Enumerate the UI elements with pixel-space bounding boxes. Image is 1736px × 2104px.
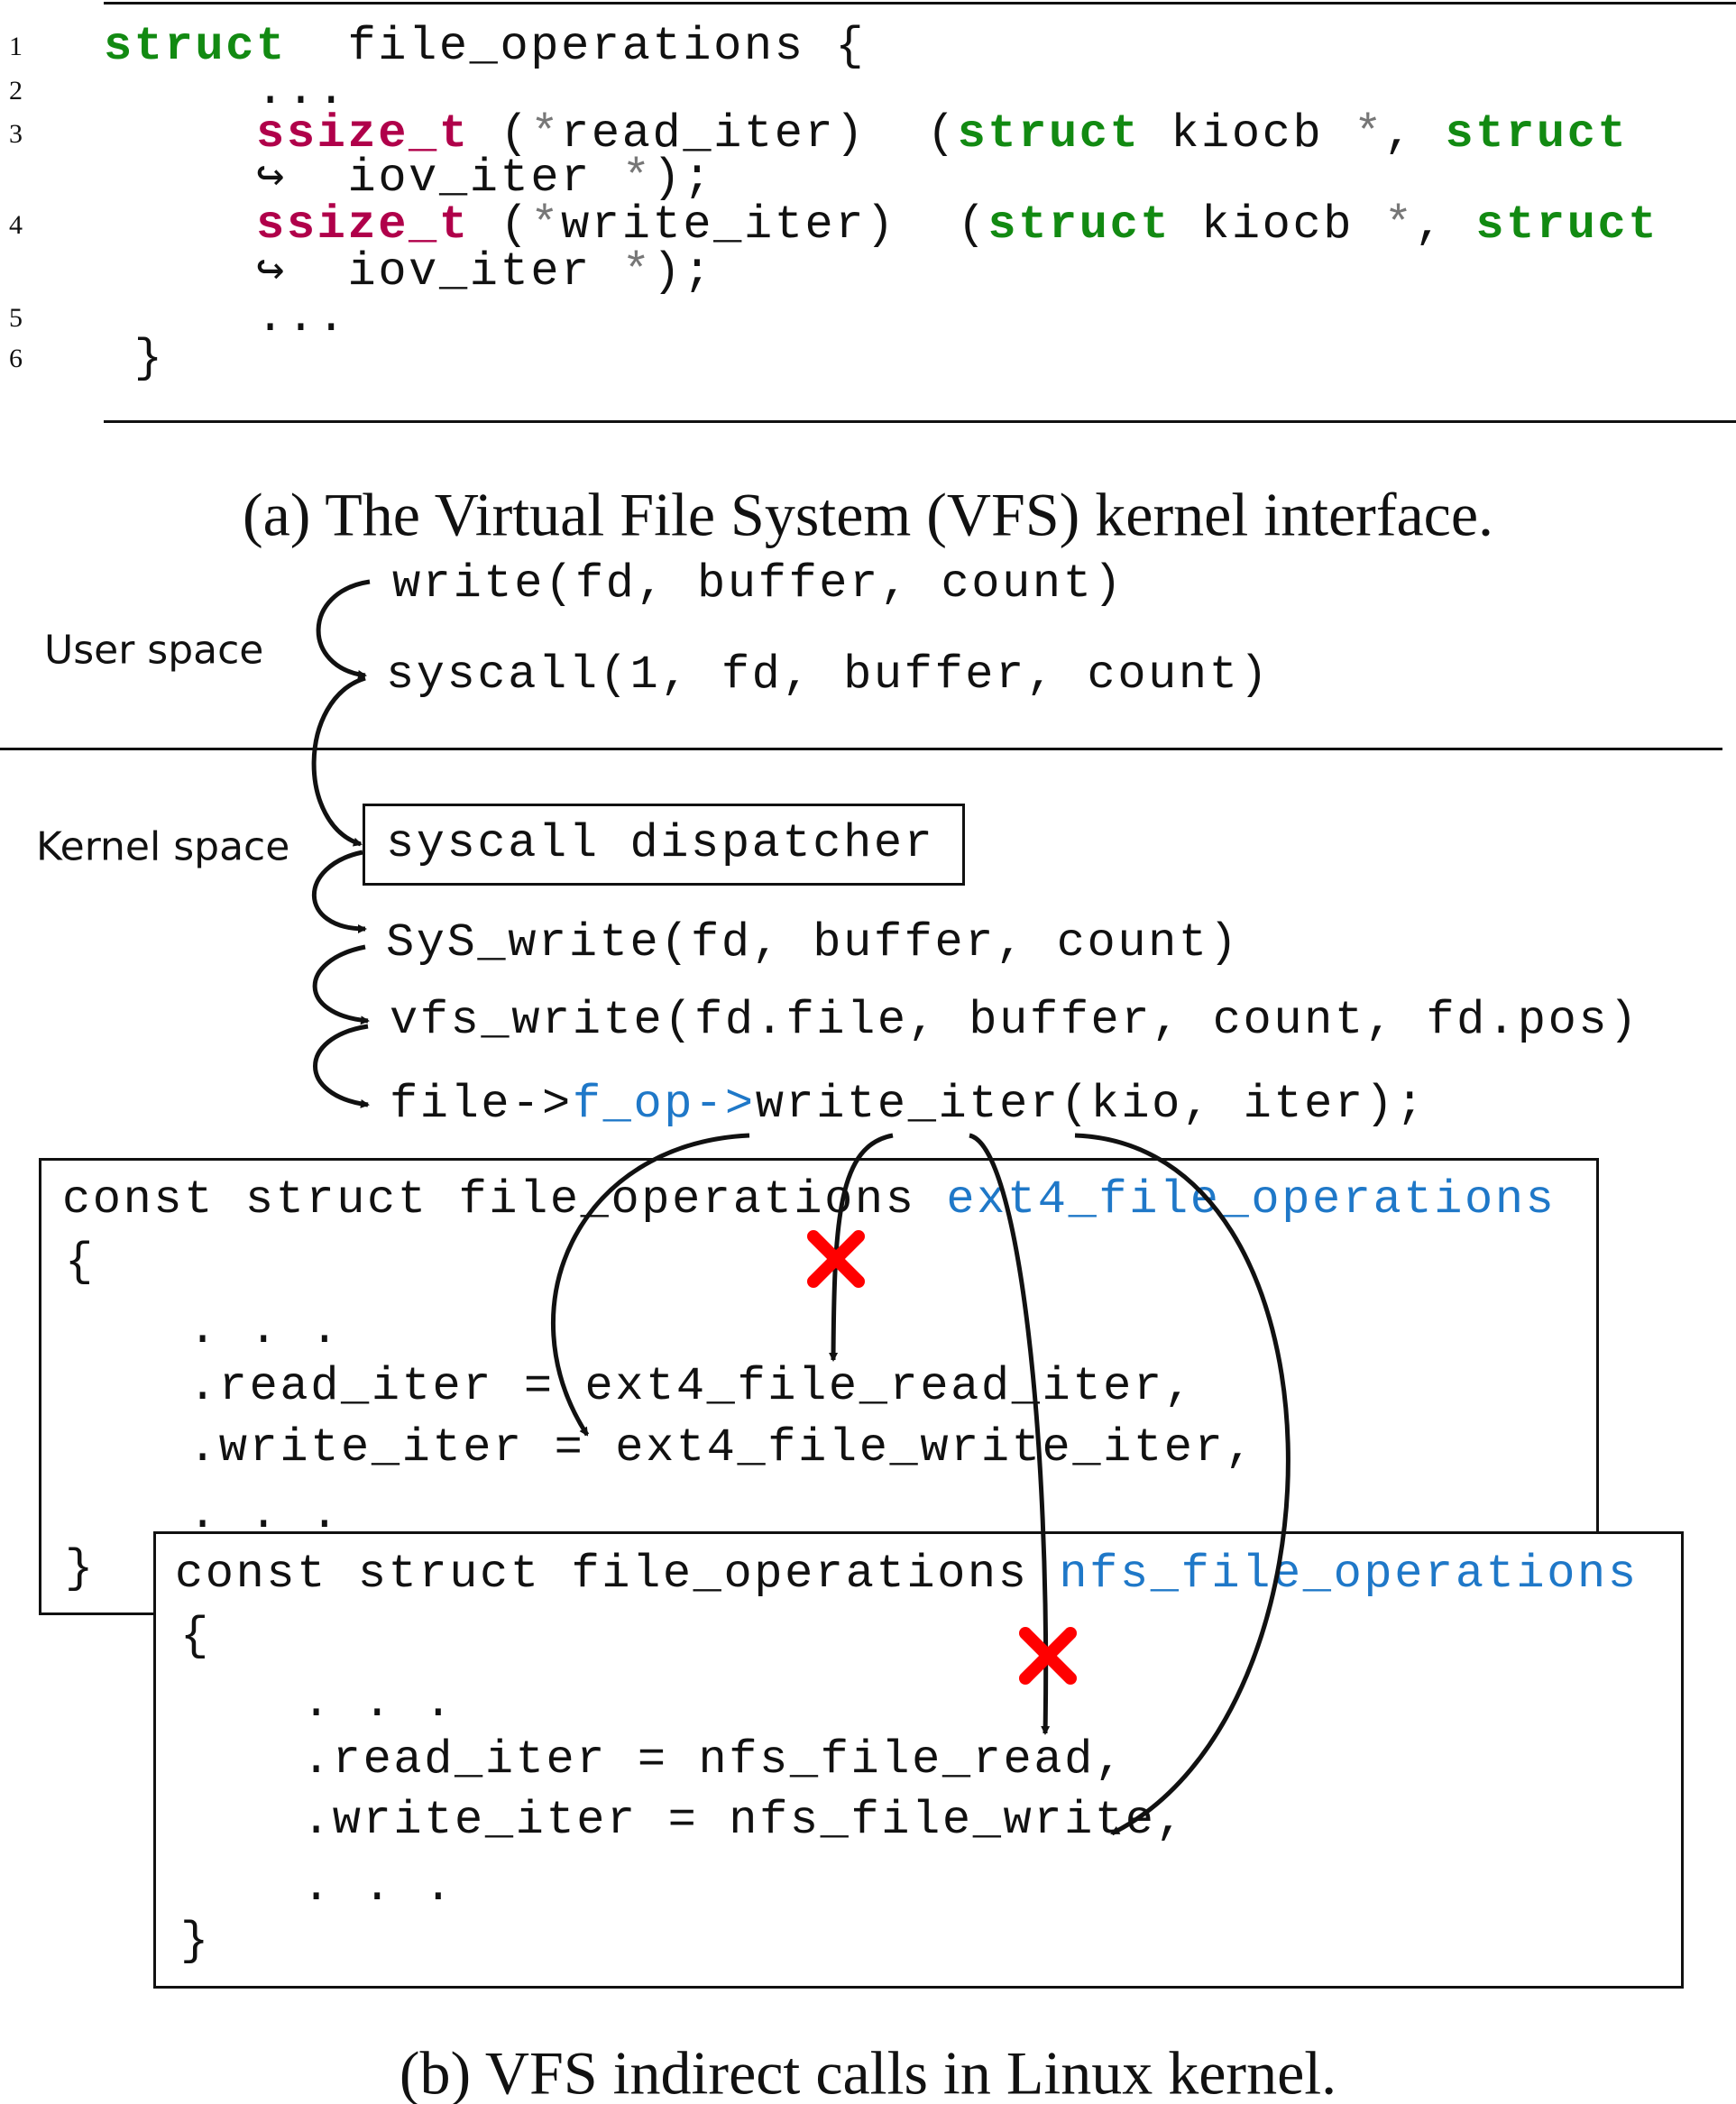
pointer-star: * <box>530 107 562 161</box>
ext4-close-brace: } <box>65 1542 96 1595</box>
line-number: 3 <box>9 119 23 149</box>
arrow-dispatcher-to-sys-write <box>312 850 367 933</box>
code-text: kiocb <box>1171 198 1384 252</box>
nfs-decl-text: const struct file_operations <box>175 1548 1060 1601</box>
bottom-rule <box>104 420 1736 423</box>
nfs-decl: const struct file_operations nfs_file_op… <box>175 1551 1639 1598</box>
keyword: struct <box>1445 107 1629 161</box>
ext4-decl: const struct file_operations ext4_file_o… <box>62 1177 1556 1224</box>
ext4-open-brace: { <box>65 1236 96 1289</box>
line-number: 4 <box>9 210 23 240</box>
top-rule <box>104 2 1736 5</box>
code-line: } <box>104 335 165 382</box>
code-text: , <box>1383 107 1446 161</box>
code-text: ( <box>469 107 531 161</box>
keyword: struct <box>957 107 1141 161</box>
code-text: ... <box>104 291 348 345</box>
line-number: 2 <box>9 76 23 106</box>
user-kernel-divider <box>0 748 1722 750</box>
pointer-star: * <box>530 198 562 252</box>
write-call: write(fd, buffer, count) <box>392 557 1125 611</box>
indirect-call: file->f_op->write_iter(kio, iter); <box>390 1081 1426 1128</box>
code-text: ↪ iov_iter <box>104 245 622 299</box>
f-op-pointer: f_op-> <box>572 1078 756 1131</box>
nfs-ellipsis: . . . <box>302 1677 455 1730</box>
invalid-target-x-icon <box>1019 1627 1077 1685</box>
code-line: struct file_operations { <box>104 23 866 70</box>
code-text: ); <box>652 245 714 299</box>
dispatcher-label: syscall dispatcher <box>386 817 935 870</box>
line-number: 6 <box>9 344 23 373</box>
code-line: ssize_t (*write_iter) (struct kiocb *, s… <box>104 202 1658 249</box>
sys-write-call: SyS_write(fd, buffer, count) <box>386 916 1240 969</box>
code-text: kiocb <box>1140 107 1355 161</box>
code-text: write_iter) ( <box>561 198 988 252</box>
pointer-star: * <box>1354 107 1384 161</box>
code-text: ( <box>469 198 531 252</box>
kernel-space-label: Kernel space <box>36 823 290 870</box>
user-space-label: User space <box>44 627 264 674</box>
syscall-call: syscall(1, fd, buffer, count) <box>386 648 1271 702</box>
invalid-target-x-icon <box>807 1230 865 1288</box>
code-line: ↪ iov_iter *); <box>104 249 713 296</box>
vfs-write-call: vfs_write(fd.file, buffer, count, fd.pos… <box>390 994 1640 1047</box>
arrow-syscall-to-dispatcher <box>311 675 366 847</box>
code-text: file_operations { <box>286 20 867 73</box>
code-line: ... <box>104 68 347 115</box>
nfs-read-iter: .read_iter = nfs_file_read, <box>302 1733 1125 1787</box>
ext4-ellipsis: . . . <box>188 1488 342 1541</box>
ext4-read-iter: .read_iter = ext4_file_read_iter, <box>188 1360 1195 1413</box>
code-text: } <box>104 332 165 385</box>
nfs-ops-box <box>153 1531 1684 1989</box>
type-name: ssize_t <box>256 107 470 161</box>
code-text: ... <box>104 64 348 117</box>
nfs-write-iter: .write_iter = nfs_file_write, <box>302 1794 1187 1847</box>
arrow-vfs-write-to-indirect <box>313 1024 370 1108</box>
pointer-star: * <box>621 245 653 299</box>
nfs-name: nfs_file_operations <box>1059 1548 1639 1601</box>
arrow-sys-write-to-vfs-write <box>312 944 370 1025</box>
line-number: 5 <box>9 303 23 333</box>
code-text: ); <box>652 152 714 205</box>
indirect-pre: file-> <box>390 1078 573 1131</box>
arrow-write-to-syscall <box>316 579 371 679</box>
code-text: ↪ iov_iter <box>104 152 622 205</box>
arrow-to-nfs-write <box>1074 1133 1291 1836</box>
type-name: ssize_t <box>256 198 470 252</box>
code-line: ssize_t (*read_iter) (struct kiocb *, st… <box>104 111 1628 158</box>
dispatcher-box <box>363 804 965 886</box>
code-text: read_iter) ( <box>561 107 958 161</box>
code-text: , <box>1414 198 1476 252</box>
nfs-close-brace: } <box>180 1915 211 1968</box>
ext4-name: ext4_file_operations <box>946 1173 1557 1227</box>
caption-b: (b) VFS indirect calls in Linux kernel. <box>399 2038 1337 2104</box>
ext4-decl-text: const struct file_operations <box>62 1173 947 1227</box>
ext4-ellipsis: . . . <box>188 1303 342 1356</box>
line-number: 1 <box>9 32 23 61</box>
caption-a: (a) The Virtual File System (VFS) kernel… <box>242 480 1494 549</box>
code-line: ↪ iov_iter *); <box>104 155 713 202</box>
pointer-star: * <box>621 152 653 205</box>
arrow-to-nfs-read <box>969 1133 1051 1735</box>
arrow-to-ext4-read <box>829 1133 894 1362</box>
keyword: struct <box>104 20 287 73</box>
pointer-star: * <box>1383 198 1415 252</box>
indirect-post: write_iter(kio, iter); <box>755 1078 1427 1131</box>
code-line: ... <box>104 295 347 342</box>
nfs-open-brace: { <box>180 1610 211 1663</box>
nfs-ellipsis: . . . <box>302 1861 455 1914</box>
arrow-to-ext4-write <box>551 1133 750 1437</box>
keyword: struct <box>1475 198 1659 252</box>
ext4-write-iter: .write_iter = ext4_file_write_iter, <box>188 1421 1256 1475</box>
keyword: struct <box>987 198 1171 252</box>
